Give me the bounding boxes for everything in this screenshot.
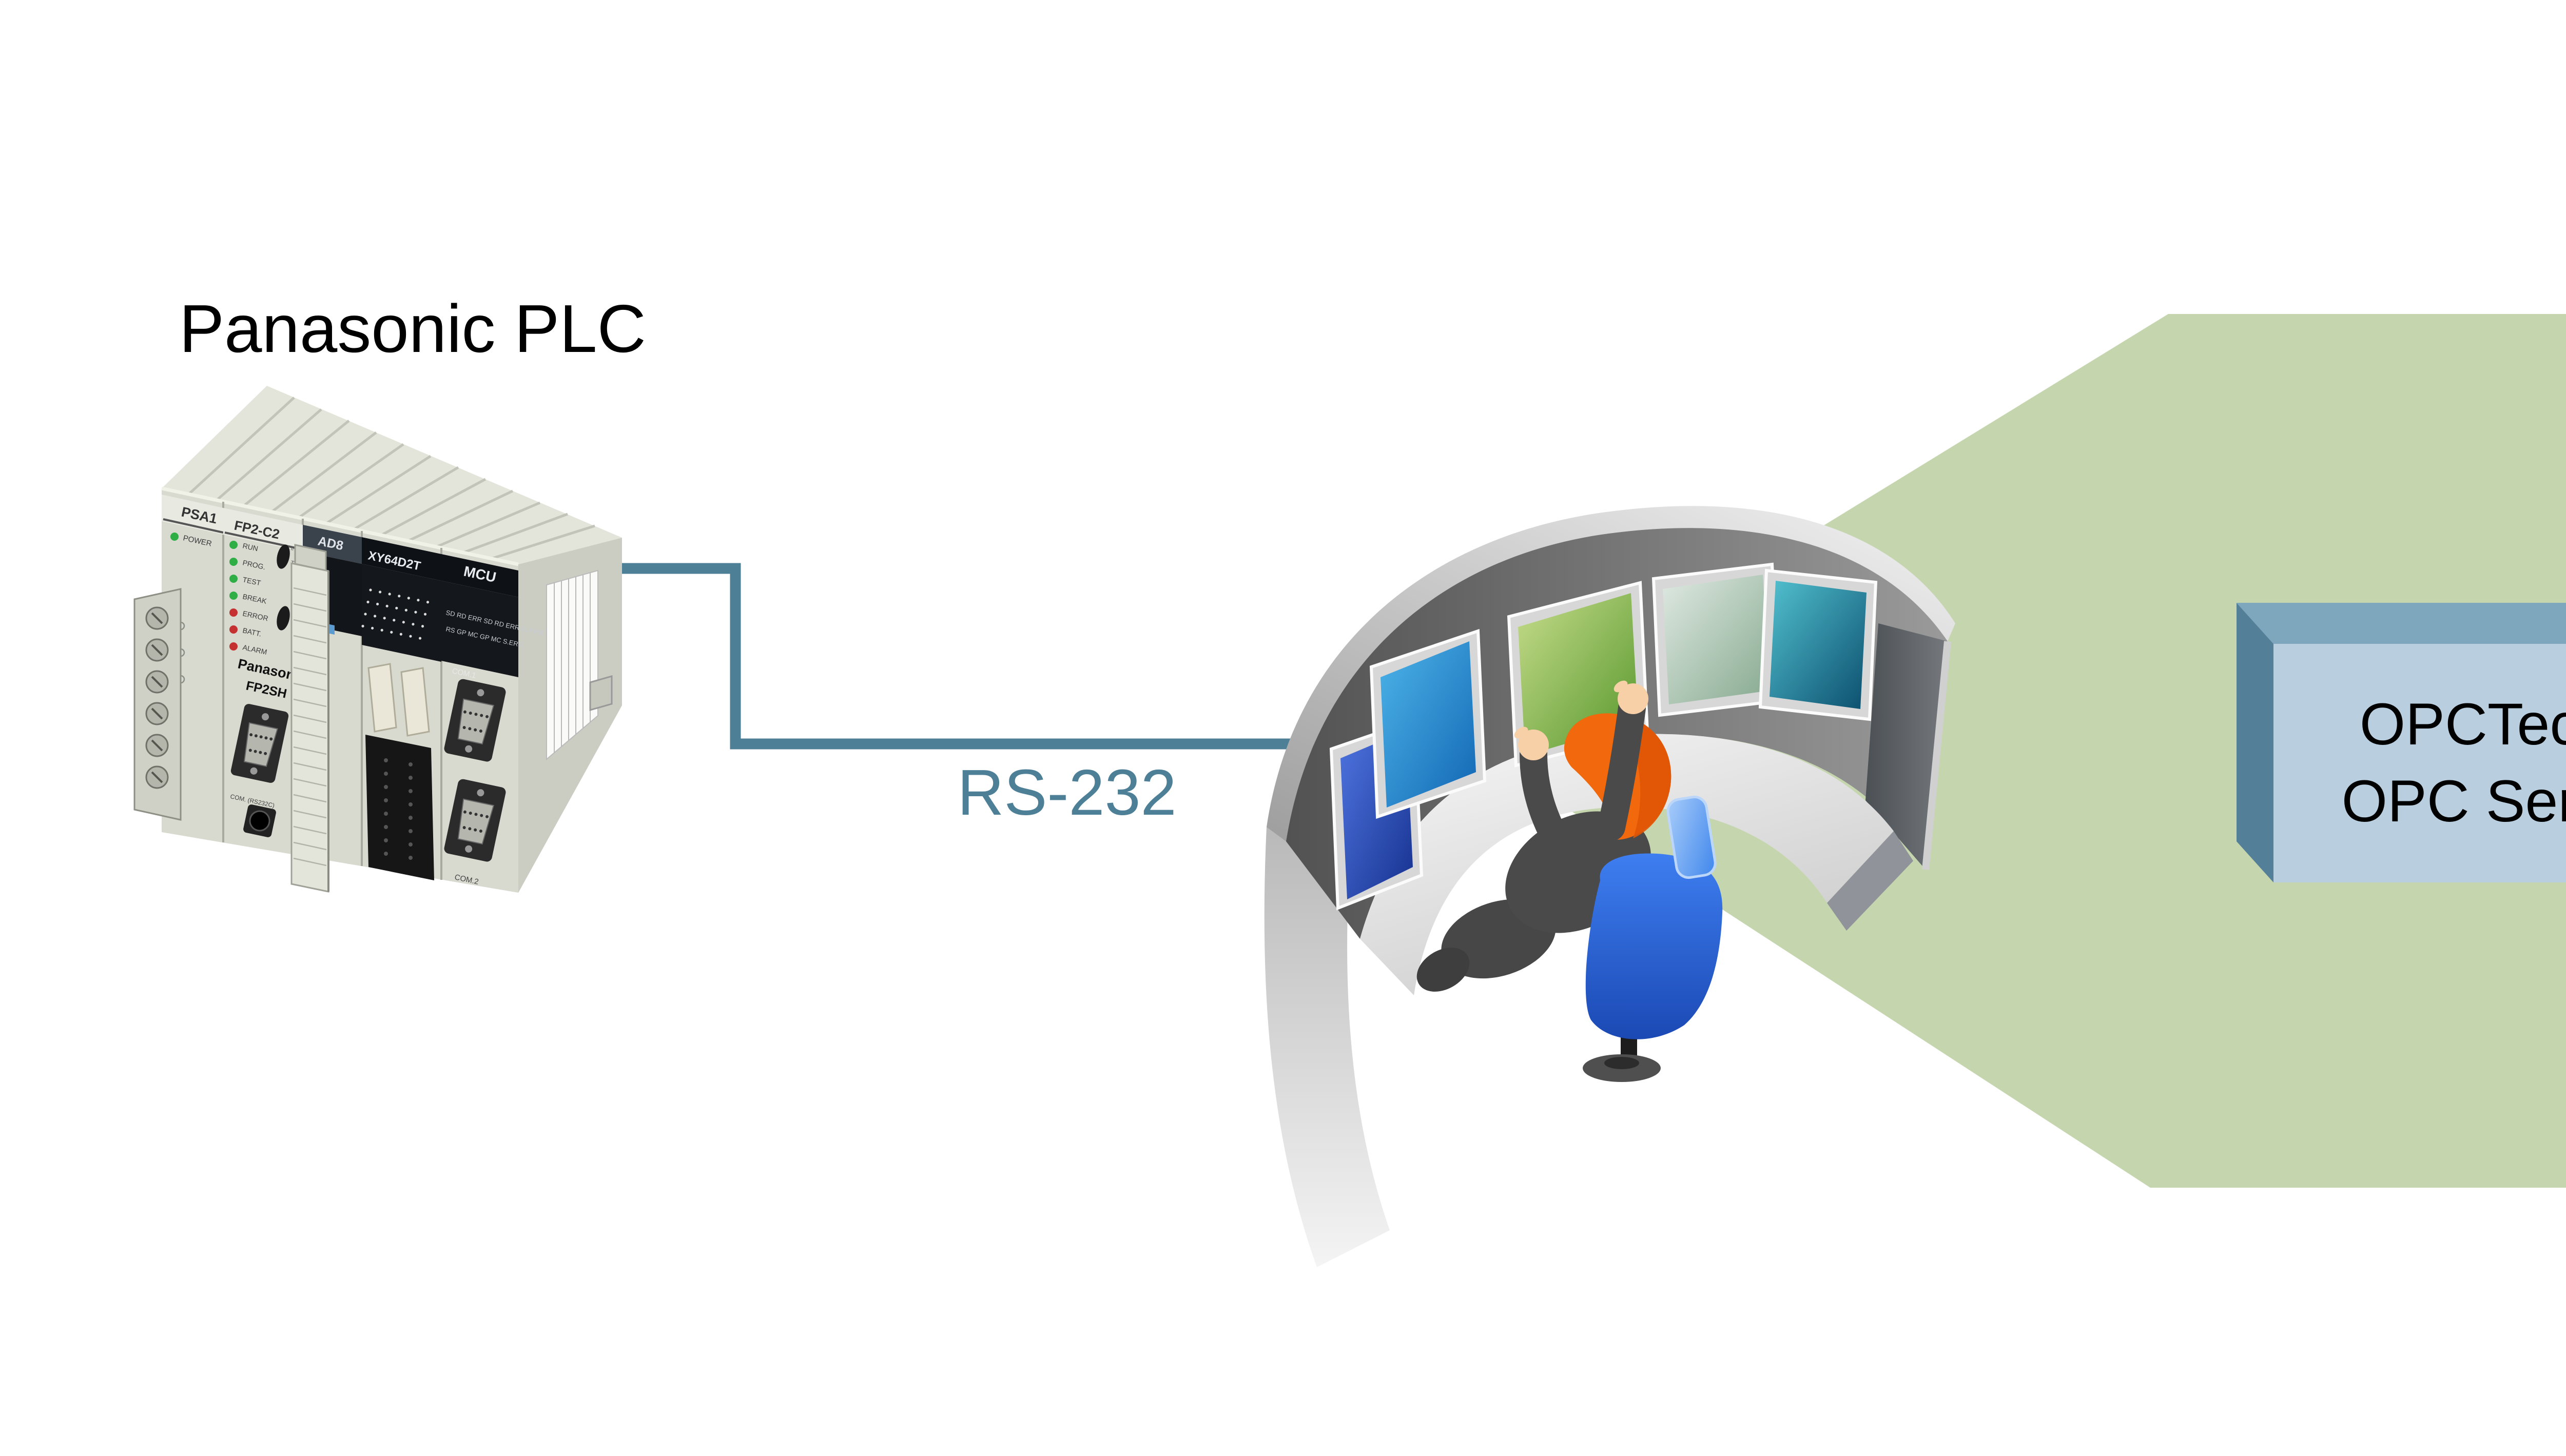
psa1-band-line [163, 518, 224, 534]
opc-zone [1468, 314, 2566, 1188]
server-box [2237, 603, 2566, 882]
operator-foot [1416, 948, 1470, 992]
console-wing-edge [1922, 641, 1951, 870]
monitor-screen [1770, 581, 1867, 709]
xy-latch-clips [367, 663, 430, 737]
operator-left-fingers [1514, 726, 1528, 739]
operator-left-hand [1518, 730, 1549, 760]
plc-top-face [162, 386, 622, 564]
rs232-label: RS-232 [957, 756, 1176, 829]
ad8-terminal-strip [290, 544, 329, 893]
plc-top-fins [188, 397, 595, 560]
operator-avatar [1416, 680, 1723, 1082]
led-label-run: RUN [242, 541, 259, 553]
server-box-front [2273, 644, 2566, 882]
console-monitor-4 [1651, 562, 1781, 717]
plc-illustration: PSA1 FP2-C2 AD8 XY64D2T MCU SD RD ERR SD… [133, 386, 622, 893]
plc-top-edge-highlight [161, 486, 519, 566]
fp2-switch-bottom [277, 606, 290, 631]
console-right-wing [1865, 623, 1948, 870]
led-label-batt: BATT. [242, 626, 262, 638]
plc-mount-foot [589, 675, 613, 711]
plc-terminal-block [133, 588, 182, 821]
xy-band [362, 537, 441, 581]
mcu-com2-connector [444, 779, 506, 862]
server-box-label: OPCTechs OPC Server [2273, 644, 2566, 882]
console-desk-surface [1360, 734, 1894, 995]
monitor-screen [1381, 641, 1476, 808]
opc-zone-shape [1468, 314, 2566, 1188]
power-led [170, 533, 179, 541]
plc-side-label [546, 569, 598, 761]
chair-base-hub [1604, 1057, 1639, 1069]
fp2-band-line [224, 532, 303, 550]
operator-right-hand [1618, 683, 1648, 714]
operator-right-fingers [1614, 680, 1628, 693]
console-rim [1267, 506, 1955, 841]
console-monitor-2 [1369, 628, 1487, 819]
chair-headrest [1666, 795, 1717, 879]
operator-left-arm [1520, 740, 1580, 870]
server-box-top [2237, 603, 2566, 644]
mcu-band [441, 554, 518, 597]
mcu-dark-zone [441, 581, 518, 677]
fp2-tool-port [243, 804, 276, 837]
operator-right-arm [1598, 694, 1646, 841]
fp2-switch-top [277, 544, 290, 569]
office-chair-seat [1585, 853, 1723, 1039]
psa1-band [162, 495, 223, 535]
fp2-band [223, 508, 303, 552]
console-skirt [1264, 827, 1390, 1267]
server-label-line2: OPC Server [2341, 768, 2566, 834]
server-label-line1: OPCTechs [2359, 692, 2566, 757]
rs232-link: RS-232 [613, 563, 1314, 829]
plc-title: Panasonic PLC [179, 291, 646, 366]
server-box-side [2237, 603, 2273, 882]
rs232-cable [613, 563, 1314, 750]
xy-dark-zone [362, 564, 441, 662]
fp2-com-connector [230, 704, 289, 783]
mcu-com1-connector [444, 679, 506, 762]
control-room-console-illustration [1264, 506, 1955, 1267]
xy-ribbon-connector [365, 735, 434, 880]
console-desk-lip [1827, 831, 1913, 931]
xy-pin-grid [361, 588, 430, 640]
fp2-led-column [229, 541, 238, 651]
led-label-test: TEST [242, 575, 262, 587]
console-monitor-5 [1758, 568, 1878, 721]
monitor-screen [1663, 575, 1770, 704]
